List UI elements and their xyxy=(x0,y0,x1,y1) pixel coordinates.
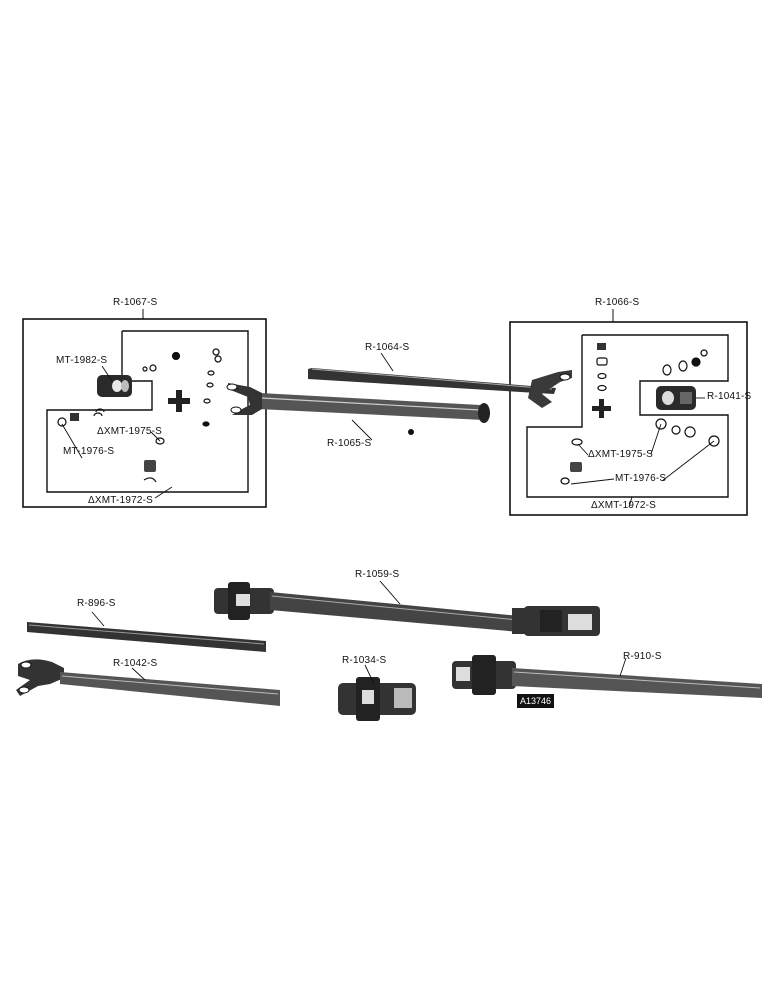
label-r1042: R-1042-S xyxy=(113,658,158,669)
label-mt1976-left: MT-1976-S xyxy=(63,446,115,457)
bar-r896 xyxy=(27,622,266,652)
label-axmt1972-right: ΔXMT-1972-S xyxy=(591,500,657,511)
shaft-r1042 xyxy=(16,659,280,706)
right-small-parts xyxy=(560,343,720,485)
label-r1059: R-1059-S xyxy=(355,569,400,580)
left-yoke-part xyxy=(97,375,132,397)
shaft-r1059 xyxy=(214,582,600,636)
label-r896: R-896-S xyxy=(77,598,116,609)
label-r1066: R-1066-S xyxy=(595,297,640,308)
figure-tag: A13746 xyxy=(517,694,555,708)
label-r1065: R-1065-S xyxy=(327,438,372,449)
label-r910: R-910-S xyxy=(623,651,662,662)
tube-r1064 xyxy=(308,368,572,408)
label-mt1982: MT-1982-S xyxy=(56,355,108,366)
shaft-r1065 xyxy=(226,383,490,435)
label-r1064: R-1064-S xyxy=(365,342,410,353)
right-kit-panel xyxy=(509,309,748,516)
left-small-parts xyxy=(57,348,222,483)
label-axmt1975-right: ΔXMT-1975-S xyxy=(588,449,654,460)
label-axmt1975-left: ΔXMT-1975-S xyxy=(97,426,163,437)
joint-r1034 xyxy=(338,677,416,721)
shaft-r910 xyxy=(452,655,762,698)
label-r1034: R-1034-S xyxy=(342,655,387,666)
label-mt1976-right: MT-1976-S xyxy=(615,473,667,484)
leader-lines xyxy=(61,352,715,685)
label-r1041: R-1041-S xyxy=(707,391,752,402)
label-axmt1972-left: ΔXMT-1972-S xyxy=(88,495,154,506)
label-r1067: R-1067-S xyxy=(113,297,158,308)
left-kit-panel xyxy=(22,309,267,508)
right-yoke-part xyxy=(656,386,696,410)
